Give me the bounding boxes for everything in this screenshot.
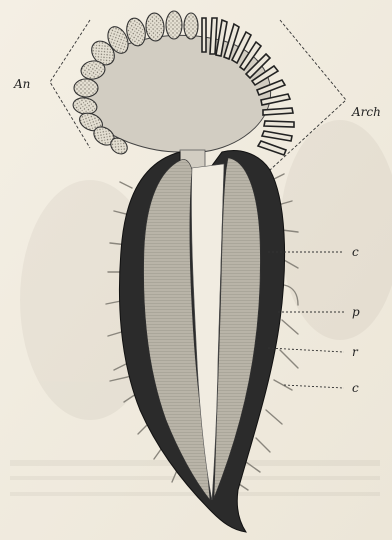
label-p: p <box>352 305 360 319</box>
label-c-top: c <box>352 245 359 259</box>
label-arch: Arch <box>351 105 381 119</box>
label-an: An <box>13 77 30 91</box>
label-c-bottom: c <box>352 381 359 395</box>
